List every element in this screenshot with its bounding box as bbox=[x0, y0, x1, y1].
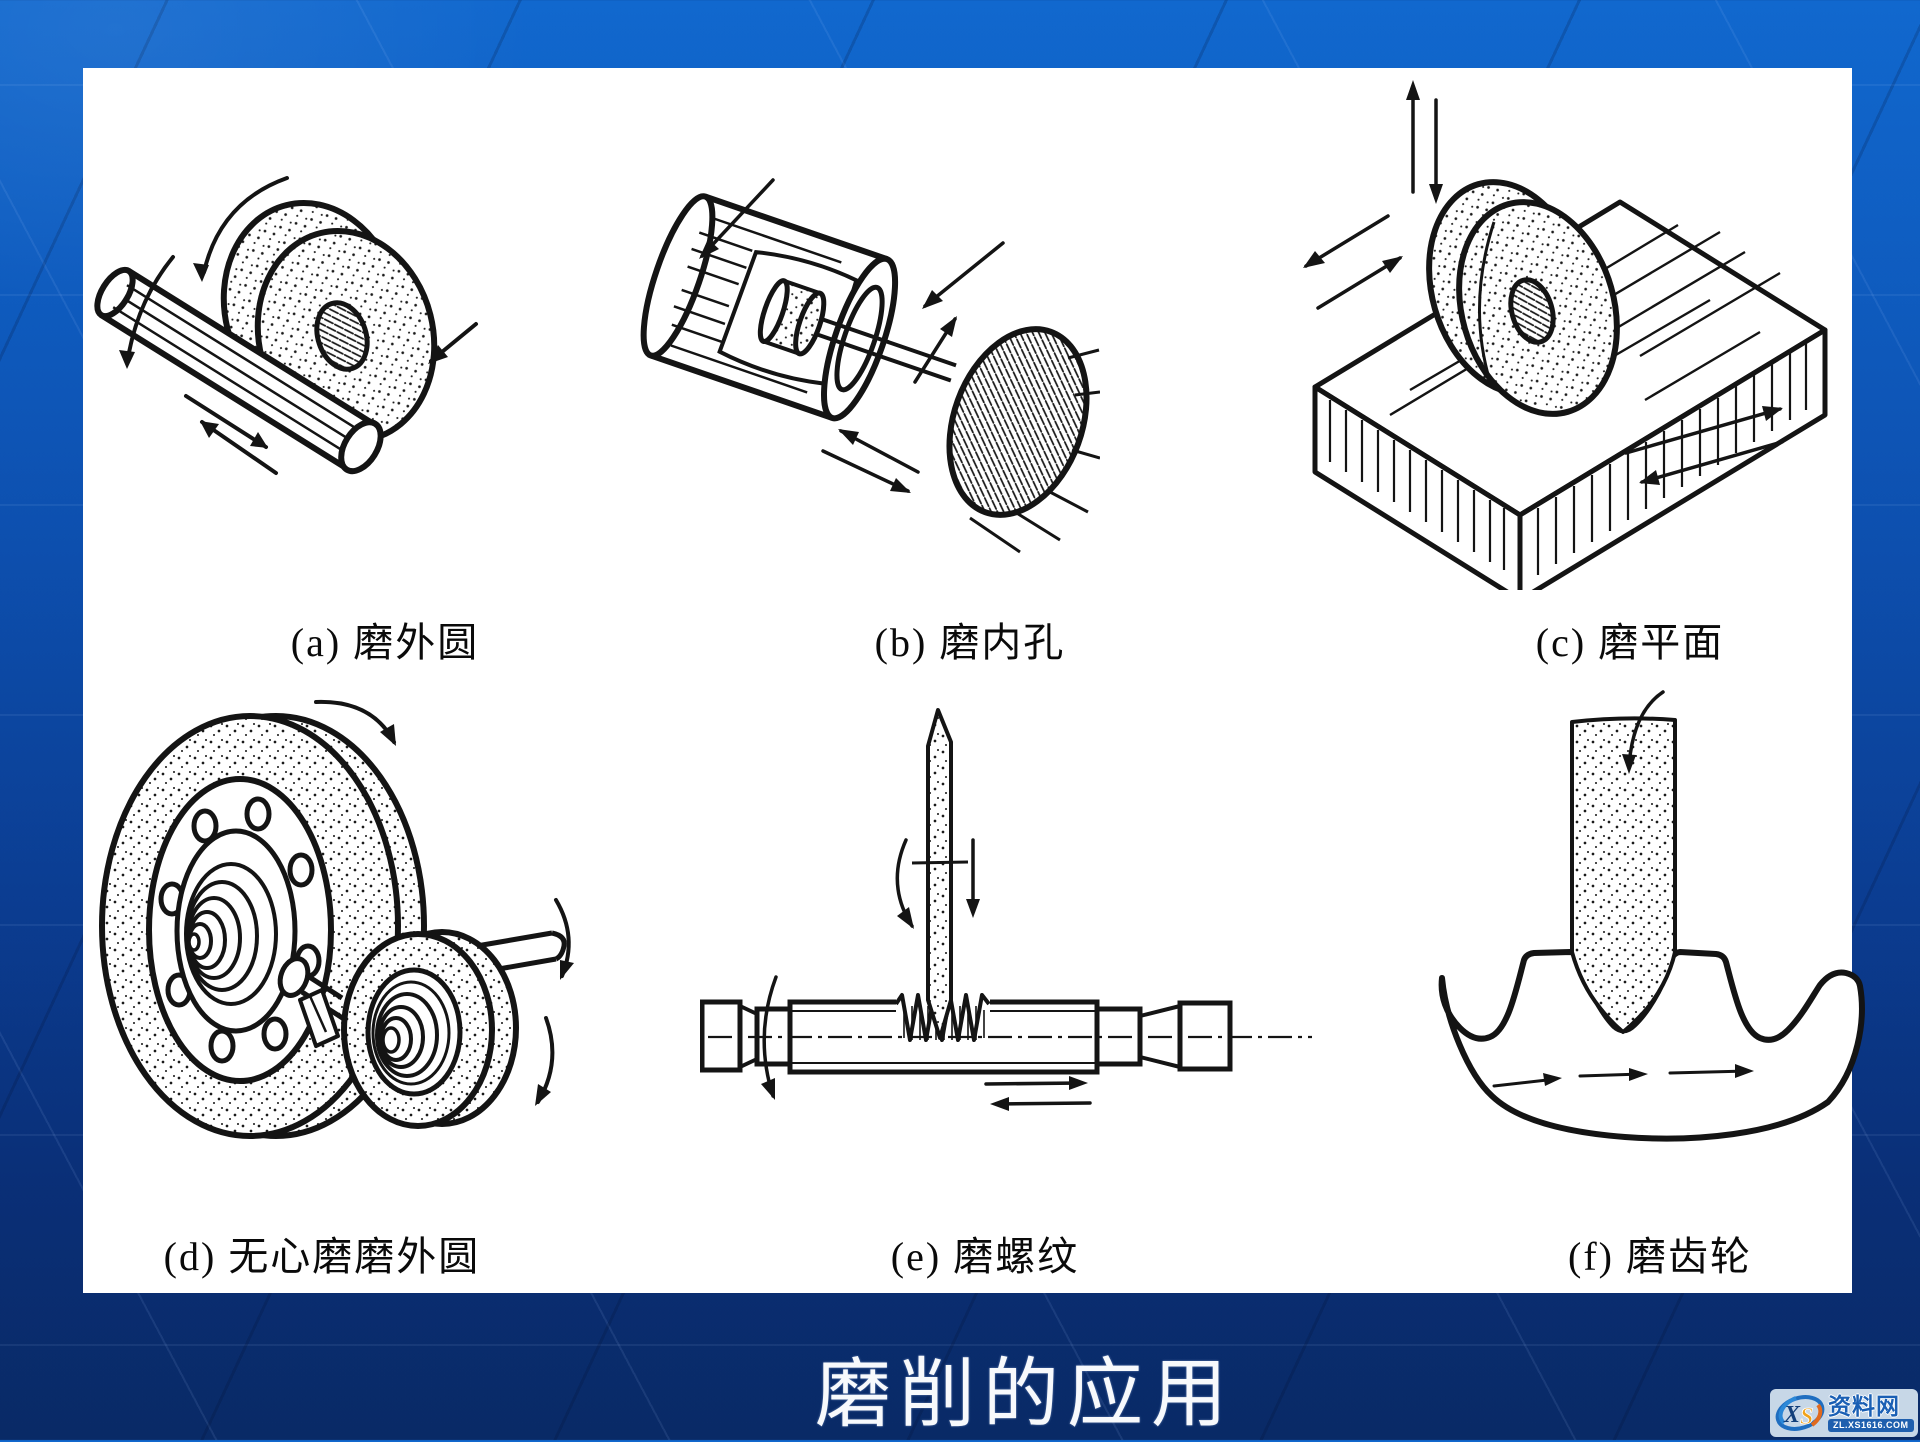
figure-d-centerless-grinding bbox=[80, 690, 600, 1190]
diagram-internal-grinding bbox=[640, 178, 1100, 554]
watermark-site-name: 资料网 bbox=[1828, 1393, 1900, 1419]
caption-c: (c) 磨平面 bbox=[1535, 620, 1725, 665]
watermark-site-url: ZL.XS1616.COM bbox=[1828, 1419, 1914, 1432]
caption-f: (f) 磨齿轮 bbox=[1568, 1234, 1752, 1279]
diagram-gear-grinding bbox=[1438, 690, 1865, 1142]
diagram-thread-grinding bbox=[700, 708, 1312, 1111]
xs-logo-icon: X S bbox=[1775, 1395, 1825, 1431]
figure-a-external-grinding bbox=[90, 90, 510, 510]
slide-content-panel: (a) 磨外圆 (b) 磨内孔 (c) 磨平面 (d) 无心磨磨外圆 (e) 磨… bbox=[80, 68, 1865, 1293]
slide-title: 磨削的应用 bbox=[815, 1353, 1235, 1437]
diagram-external-cylindrical-grinding bbox=[94, 176, 478, 475]
figure-e-thread-grinding bbox=[700, 700, 1320, 1160]
watermark-logo: X S bbox=[1774, 1392, 1826, 1434]
svg-text:X: X bbox=[1783, 1402, 1801, 1428]
diagram-centerless-grinding bbox=[99, 699, 574, 1139]
caption-b: (b) 磨内孔 bbox=[874, 620, 1066, 665]
watermark: X S 资料网 ZL.XS1616.COM bbox=[1770, 1389, 1918, 1437]
diagram-surface-grinding bbox=[1303, 80, 1828, 590]
figure-b-internal-grinding bbox=[620, 120, 1100, 560]
caption-a: (a) 磨外圆 bbox=[290, 620, 480, 665]
figure-f-gear-grinding bbox=[1430, 690, 1870, 1170]
svg-text:S: S bbox=[1800, 1404, 1813, 1430]
caption-e: (e) 磨螺纹 bbox=[890, 1234, 1080, 1279]
caption-d: (d) 无心磨磨外圆 bbox=[163, 1234, 481, 1279]
figure-c-surface-grinding bbox=[1290, 70, 1850, 590]
